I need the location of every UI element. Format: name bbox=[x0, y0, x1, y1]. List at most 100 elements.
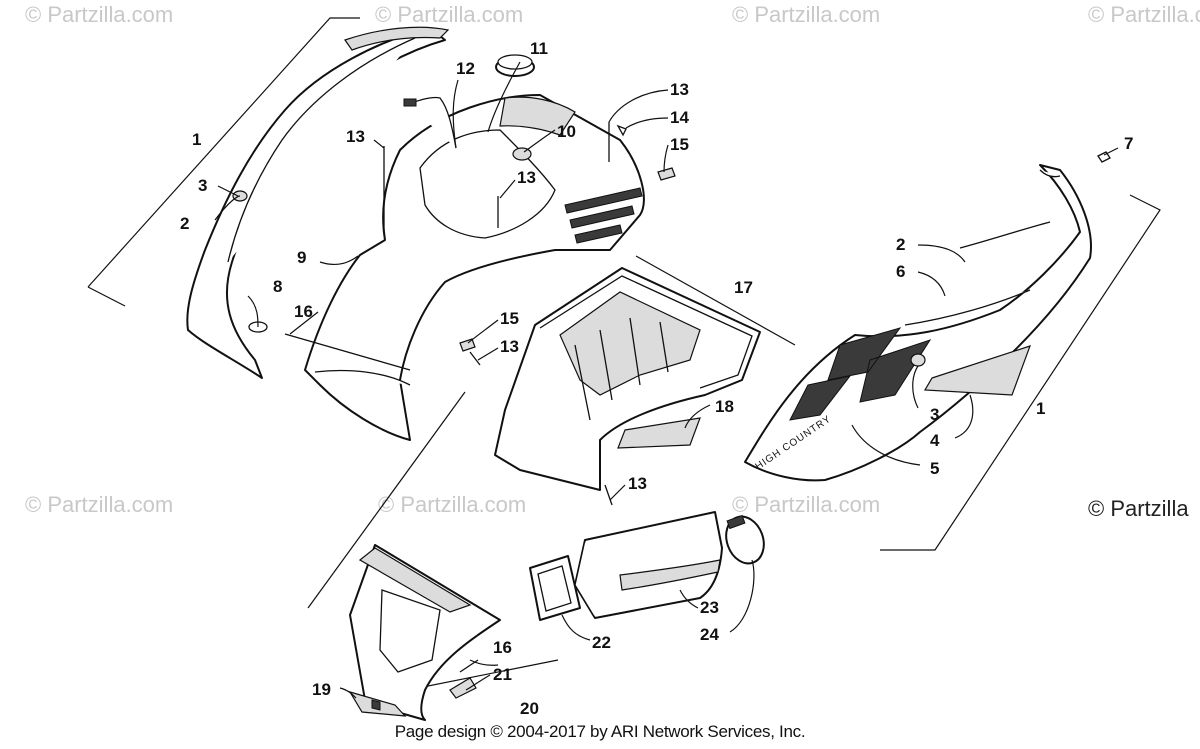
callout-4: 4 bbox=[930, 431, 940, 450]
leader-6 bbox=[917, 271, 946, 297]
leader-15a bbox=[663, 144, 669, 173]
watermark-right-edge: © Partzilla bbox=[1088, 496, 1189, 521]
clip-fitting-lower bbox=[459, 338, 476, 352]
hose-clamp bbox=[725, 515, 765, 565]
callout-21: 21 bbox=[493, 665, 512, 684]
storage-tub-mat bbox=[617, 417, 701, 449]
callout-15-upper: 15 bbox=[670, 135, 689, 154]
left-panel-inner-edge bbox=[227, 37, 416, 263]
callout-7: 7 bbox=[1124, 134, 1133, 153]
leader-24 bbox=[729, 559, 755, 633]
vent-cap-top bbox=[497, 54, 533, 70]
hood-lower-contour bbox=[314, 369, 411, 386]
callout-19: 19 bbox=[312, 680, 331, 699]
leader-19 bbox=[339, 687, 357, 699]
callout-17: 17 bbox=[734, 278, 753, 297]
left-panel-top-trim bbox=[344, 26, 450, 51]
watermark-middle-left: © Partzilla.com bbox=[25, 492, 173, 517]
leader-2a bbox=[214, 195, 241, 221]
callout-22: 22 bbox=[592, 633, 611, 652]
callout-23: 23 bbox=[700, 598, 719, 617]
callout-10: 10 bbox=[557, 122, 576, 141]
callout-20: 20 bbox=[520, 699, 539, 718]
leader-8 bbox=[247, 295, 259, 328]
front-hood bbox=[304, 94, 645, 441]
hood-wire-harness bbox=[407, 96, 457, 149]
page-footer-credit: Page design © 2004-2017 by ARI Network S… bbox=[394, 722, 806, 741]
leader-15b bbox=[467, 319, 499, 344]
callout-16-lower: 16 bbox=[493, 638, 512, 657]
leader-3a bbox=[217, 185, 239, 197]
leader-11 bbox=[487, 61, 521, 133]
leader-3b bbox=[912, 365, 919, 409]
leader-22 bbox=[561, 614, 591, 641]
right-panel-grommet bbox=[910, 353, 926, 367]
leader-12 bbox=[452, 79, 459, 149]
storage-tub-dividers bbox=[574, 317, 669, 421]
callout-13-tub-left: 13 bbox=[500, 337, 519, 356]
right-panel-graphic-stripes bbox=[789, 327, 932, 421]
storage-tub-inner-wall bbox=[559, 291, 701, 396]
leader-13c bbox=[608, 89, 669, 123]
hood-inner-shade bbox=[499, 96, 576, 136]
leader-13b bbox=[499, 179, 516, 199]
leader-13e bbox=[609, 484, 626, 501]
leader-23 bbox=[679, 589, 699, 609]
leader-21 bbox=[465, 674, 491, 691]
callout-8: 8 bbox=[273, 277, 282, 296]
callout-13-hood-right: 13 bbox=[670, 80, 689, 99]
leader-10 bbox=[523, 129, 556, 153]
leader-14 bbox=[625, 117, 669, 129]
callout-1-left: 1 bbox=[192, 130, 201, 149]
right-panel-decal-plate bbox=[923, 345, 1031, 396]
callout-9: 9 bbox=[297, 248, 306, 267]
callout-3-left: 3 bbox=[198, 176, 207, 195]
duct-gasket-inner bbox=[537, 565, 572, 612]
hood-vent-slats bbox=[564, 187, 643, 244]
callout-2-left: 2 bbox=[180, 214, 189, 233]
screw-tub-lower bbox=[604, 484, 613, 506]
callout-24: 24 bbox=[700, 625, 719, 644]
bracket-part-detail bbox=[371, 699, 381, 711]
right-panel-upper-contour bbox=[904, 221, 1051, 326]
group-bracket-left-panel bbox=[87, 17, 360, 288]
watermark-middle-center: © Partzilla.com bbox=[378, 492, 526, 517]
leader-7 bbox=[1103, 147, 1119, 156]
leader-9 bbox=[319, 255, 359, 266]
push-rivet-fitting bbox=[1097, 151, 1111, 163]
watermark-top-center: © Partzilla.com bbox=[375, 2, 523, 27]
watermark-top-left: © Partzilla.com bbox=[25, 2, 173, 27]
bracket-foot-left-panel bbox=[87, 286, 126, 307]
washer-fitting bbox=[616, 124, 627, 137]
callout-13-hood-center: 13 bbox=[517, 168, 536, 187]
callout-15-lower: 15 bbox=[500, 309, 519, 328]
clip-fitting-upper bbox=[657, 167, 676, 181]
callout-5: 5 bbox=[930, 459, 939, 478]
watermark-top-right: © Partzilla.com bbox=[732, 2, 880, 27]
callout-6: 6 bbox=[896, 262, 905, 281]
callout-13-tub-lower: 13 bbox=[628, 474, 647, 493]
leader-18 bbox=[684, 404, 711, 429]
callout-12: 12 bbox=[456, 59, 475, 78]
callout-13-hood-left: 13 bbox=[346, 127, 365, 146]
right-panel-trim bbox=[1039, 169, 1061, 178]
callout-14: 14 bbox=[670, 108, 689, 127]
lower-front-panel-opening bbox=[379, 589, 441, 673]
watermark-middle-right: © Partzilla.com bbox=[732, 492, 880, 517]
screw-tub-left bbox=[469, 351, 481, 366]
hose-clamp-screw bbox=[726, 514, 746, 530]
callout-3-right: 3 bbox=[930, 405, 939, 424]
leader-13a bbox=[373, 139, 385, 149]
callout-16-upper: 16 bbox=[294, 302, 313, 321]
callout-2-right: 2 bbox=[896, 235, 905, 254]
group-bracket-lower-front bbox=[307, 391, 466, 609]
intake-duct-seam bbox=[619, 559, 721, 591]
screw-hood-lower bbox=[284, 333, 411, 371]
leader-4 bbox=[954, 394, 974, 439]
watermark-top-edge: © Partzilla.com bbox=[1088, 2, 1200, 27]
group-bracket-right-panel bbox=[880, 194, 1161, 551]
emblem-fitting bbox=[449, 677, 477, 699]
group-bracket-storage-tub bbox=[635, 255, 796, 346]
